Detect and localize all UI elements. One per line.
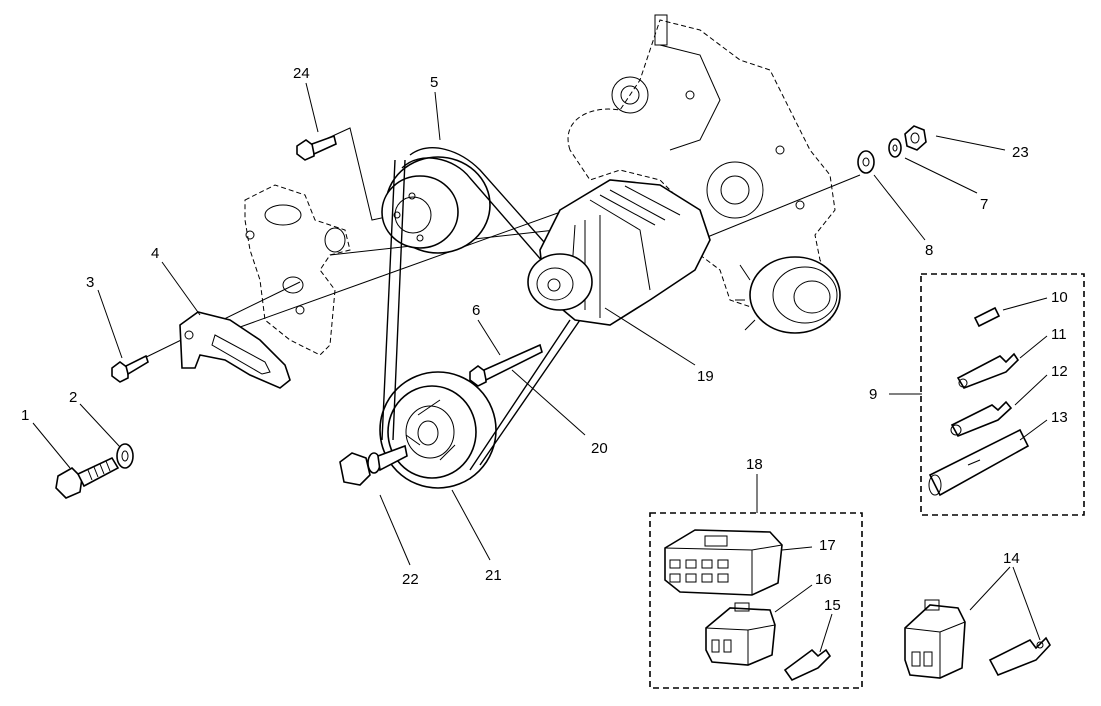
callout-7: 7 [980, 196, 989, 213]
callout-19: 19 [697, 368, 714, 385]
connector-17 [664, 529, 783, 596]
terminal-12 [950, 400, 1013, 438]
bolt-6 [469, 343, 543, 387]
callout-6: 6 [472, 302, 481, 319]
v-belt-20 [381, 147, 581, 471]
nut-23 [904, 125, 927, 151]
connector-set-14 [904, 599, 1051, 679]
washer-8 [857, 150, 875, 174]
lock-washer-7 [888, 138, 902, 158]
callout-9: 9 [869, 386, 878, 403]
alternator-19 [527, 179, 711, 326]
connector-14 [904, 599, 966, 679]
connector-kit-18 [649, 512, 863, 689]
callout-5: 5 [430, 74, 439, 91]
callout-21: 21 [485, 567, 502, 584]
callout-20: 20 [591, 440, 608, 457]
washer-2 [116, 443, 134, 469]
sleeve-13 [928, 428, 1030, 497]
water-outlet-housing [244, 184, 351, 356]
bolt-24 [296, 134, 337, 161]
callout-17: 17 [819, 537, 836, 554]
flange-bolt-22 [339, 444, 408, 486]
bolt-1 [55, 456, 120, 499]
callout-23: 23 [1012, 144, 1029, 161]
terminal-14 [988, 636, 1051, 677]
crankshaft-pulley-21 [379, 371, 497, 489]
callout-14: 14 [1003, 550, 1020, 567]
callout-18: 18 [746, 456, 763, 473]
terminal-10 [973, 306, 1001, 328]
bolt-3 [111, 354, 149, 383]
adjusting-bracket-4 [179, 311, 291, 389]
callout-10: 10 [1051, 289, 1068, 306]
callout-13: 13 [1051, 409, 1068, 426]
callout-11: 11 [1051, 326, 1067, 343]
callout-16: 16 [815, 571, 832, 588]
terminal-kit-9 [920, 273, 1085, 516]
terminal-15 [783, 648, 832, 682]
engine-block [567, 14, 841, 334]
water-pump-pulley-5 [381, 156, 491, 254]
callout-15: 15 [824, 597, 841, 614]
callout-3: 3 [86, 274, 95, 291]
callout-2: 2 [69, 389, 78, 406]
callout-22: 22 [402, 571, 419, 588]
connector-16 [705, 602, 776, 666]
callout-8: 8 [925, 242, 934, 259]
callout-1: 1 [21, 407, 30, 424]
leader-lines [32, 82, 1048, 653]
callout-12: 12 [1051, 363, 1068, 380]
callout-4: 4 [151, 245, 160, 262]
callout-24: 24 [293, 65, 310, 82]
terminal-11 [956, 352, 1020, 389]
